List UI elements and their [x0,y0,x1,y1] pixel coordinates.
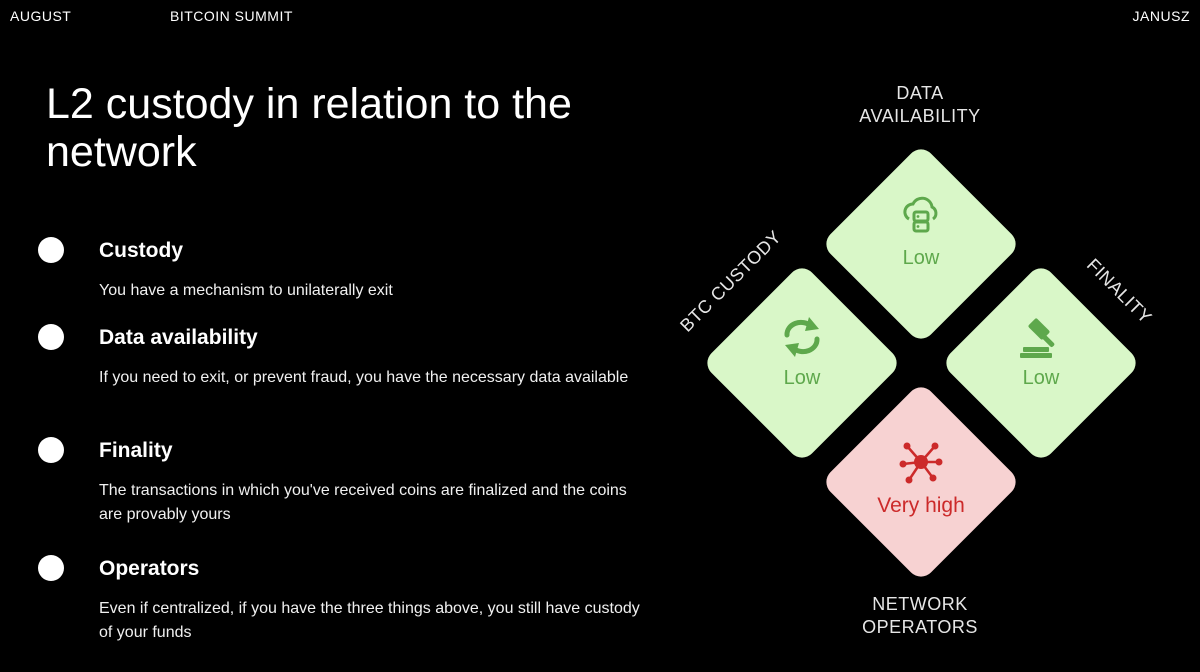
refresh-arrows-icon [784,317,820,357]
network-nodes-icon [899,442,943,484]
bullet-description: You have a mechanism to unilaterally exi… [99,282,393,299]
axis-label-line: AVAILABILITY [859,106,981,126]
bullet-title: Finality [99,439,173,462]
tile-value: Low [783,367,821,389]
bullet-title: Custody [99,239,183,262]
bullet-dot [38,324,64,350]
bullet-title: Data availability [99,326,258,349]
tile-content-btc-custody: Low [731,315,873,390]
bullet-dot [38,555,64,581]
bullet-description: If you need to exit, or prevent fraud, y… [99,369,629,386]
tile-content-data-availability: Low [850,195,992,270]
axis-label-line: DATA [896,83,944,103]
tile-value: Low [1022,367,1060,389]
slide-title: L2 custody in relation to the network [46,80,572,176]
axis-label-network-operators: NETWORK OPERATORS [810,593,1030,639]
bullet-title: Operators [99,557,200,580]
custody-diamond-diagram: DATA AVAILABILITY NETWORK OPERATORS BTC … [660,70,1200,660]
slide-header: AUGUST BITCOIN SUMMIT JANUSZ [0,8,1200,28]
tile-content-network-operators: Very high [850,438,992,518]
cloud-server-icon [903,196,938,233]
header-event: BITCOIN SUMMIT [170,8,293,24]
header-speaker: JANUSZ [1132,8,1190,24]
axis-label-line: OPERATORS [862,617,978,637]
tile-value: Low [902,247,940,269]
bullet-dot [38,437,64,463]
axis-label-data-availability: DATA AVAILABILITY [820,82,1020,128]
bullet-description: The transactions in which you've receive… [99,482,627,523]
tile-value: Very high [877,494,965,517]
bullet-description: Even if centralized, if you have the thr… [99,600,640,641]
gavel-icon [1020,318,1055,358]
header-date: AUGUST [10,8,72,24]
tile-content-finality: Low [970,315,1112,390]
bullet-dot [38,237,64,263]
axis-label-line: NETWORK [872,594,968,614]
